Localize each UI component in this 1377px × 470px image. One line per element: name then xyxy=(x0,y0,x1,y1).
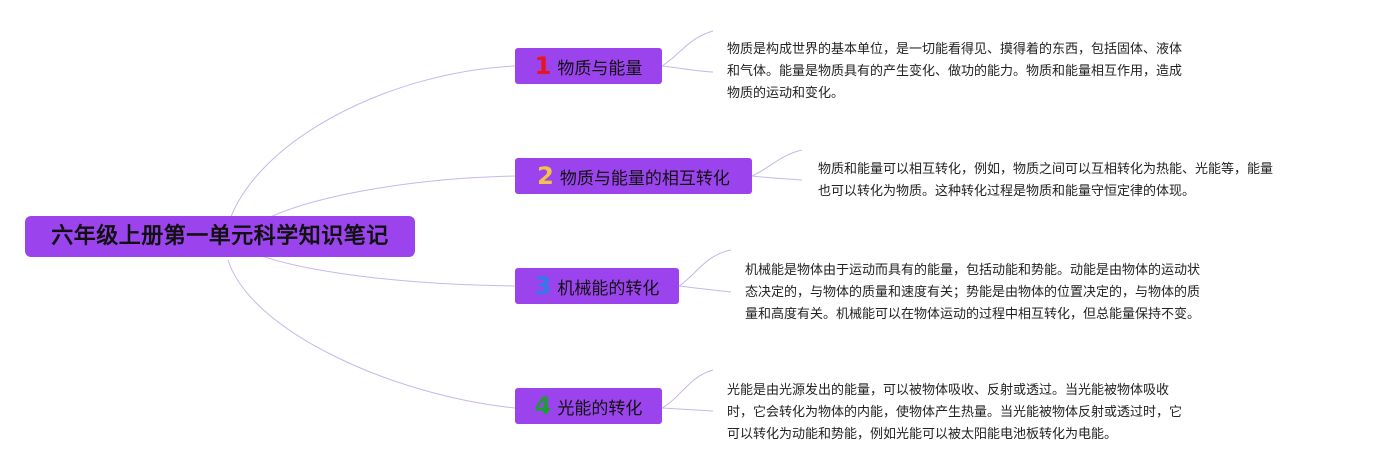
connector-root-branch-4 xyxy=(227,259,516,409)
branch-label-2: 物质与能量的相互转化 xyxy=(559,168,730,189)
bracket-branch-3-lower xyxy=(678,285,732,293)
description-line: 和气体。能量是物质具有的产生变化、做功的能力。物质和能量相互作用，造成 xyxy=(727,64,1183,79)
description-line: 物质的运动和变化。 xyxy=(727,86,845,101)
branch-description-1: 物质是构成世界的基本单位，是一切能看得见、摸得着的东西，包括固体、液体 和气体。… xyxy=(727,39,1182,105)
bracket-branch-4-lower xyxy=(661,407,714,412)
branch-node-3[interactable]: 3 机械能的转化 xyxy=(515,268,679,304)
branch-description-2: 物质和能量可以相互转化，例如，物质之间可以互相转化为热能、光能等，能量 也可以转… xyxy=(818,159,1273,203)
description-line: 物质和能量可以相互转化，例如，物质之间可以互相转化为热能、光能等，能量 xyxy=(818,162,1274,177)
bracket-branch-1 xyxy=(661,30,714,67)
branch-node-2[interactable]: 2 物质与能量的相互转化 xyxy=(515,158,752,194)
bracket-branch-2 xyxy=(751,149,803,177)
branch-description-3: 机械能是物体由于运动而具有的能量，包括动能和势能。动能是由物体的运动状 态决定的… xyxy=(745,260,1200,326)
bracket-branch-1-lower xyxy=(661,65,714,73)
branch-label-3: 机械能的转化 xyxy=(557,278,660,299)
branch-number-1: 1 xyxy=(534,52,552,80)
description-line: 可以转化为动能和势能，例如光能可以被太阳能电池板转化为电能。 xyxy=(727,427,1118,442)
description-line: 态决定的，与物体的质量和速度有关；势能是由物体的位置决定的，与物体的质 xyxy=(745,285,1201,300)
root-node[interactable]: 六年级上册第一单元科学知识笔记 xyxy=(25,216,415,257)
bracket-branch-3 xyxy=(678,249,732,287)
bracket-branch-4 xyxy=(661,369,714,409)
branch-number-2: 2 xyxy=(537,162,554,190)
branch-description-4: 光能是由光源发出的能量，可以被物体吸收、反射或透过。当光能被物体吸收 时，它会转… xyxy=(727,380,1182,446)
branch-number-3: 3 xyxy=(534,272,552,300)
bracket-branch-2-lower xyxy=(751,175,803,181)
connector-root-branch-1 xyxy=(227,65,516,226)
description-line: 也可以转化为物质。这种转化过程是物质和能量守恒定律的体现。 xyxy=(818,184,1196,199)
branch-label-4: 光能的转化 xyxy=(557,398,643,419)
description-line: 量和高度有关。机械能可以在物体运动的过程中相互转化，但总能量保持不变。 xyxy=(745,307,1201,322)
branch-node-4[interactable]: 4 光能的转化 xyxy=(515,388,662,424)
branch-node-1[interactable]: 1 物质与能量 xyxy=(515,48,662,84)
connector-root-branch-3 xyxy=(249,251,516,287)
branch-label-1: 物质与能量 xyxy=(557,58,643,79)
description-line: 光能是由光源发出的能量，可以被物体吸收、反射或透过。当光能被物体吸收 xyxy=(727,383,1170,398)
description-line: 时，它会转化为物体的内能，使物体产生热量。当光能被物体反射或透过时，它 xyxy=(727,405,1183,420)
branch-number-4: 4 xyxy=(534,392,552,420)
description-line: 机械能是物体由于运动而具有的能量，包括动能和势能。动能是由物体的运动状 xyxy=(745,263,1201,278)
description-line: 物质是构成世界的基本单位，是一切能看得见、摸得着的东西，包括固体、液体 xyxy=(727,42,1183,57)
